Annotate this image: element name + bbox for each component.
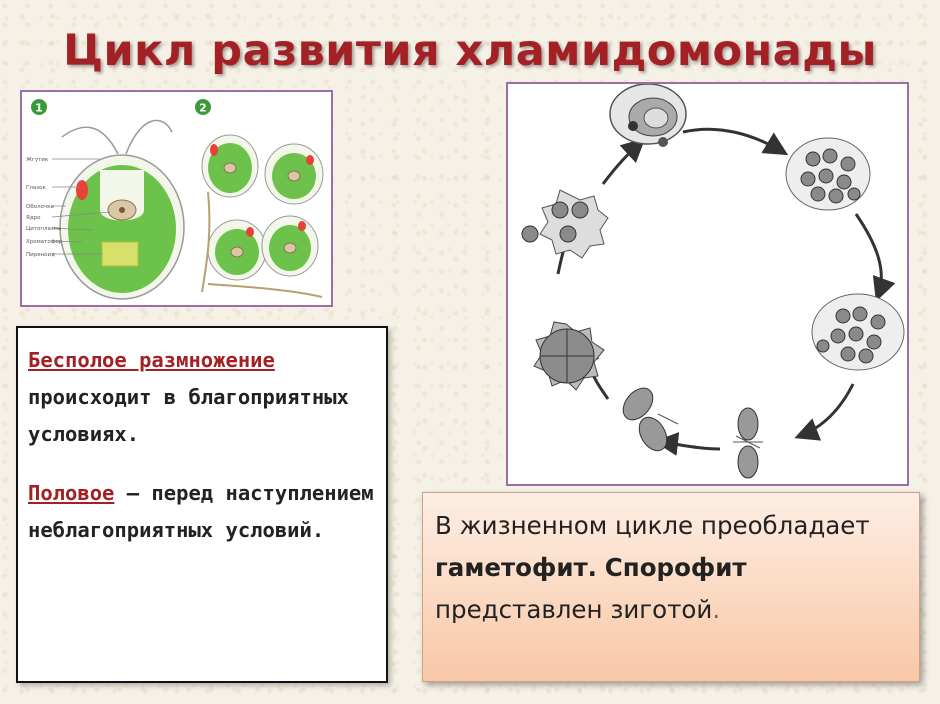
label-wall: Оболочка <box>26 204 54 210</box>
lifecycle-period: . <box>712 595 721 624</box>
marker-1-label: 1 <box>35 102 43 115</box>
label-flagellum: Жгутик <box>26 157 49 163</box>
sexual-term: Половое <box>28 481 115 505</box>
stage-adult-cell <box>609 83 687 147</box>
life-cycle-diagram <box>521 83 905 479</box>
marker-2-icon <box>195 99 211 115</box>
stage-zygote-forming <box>622 387 679 452</box>
life-cycle-text-box: В жизненном цикле преобладает гаметофит.… <box>422 492 920 682</box>
asexual-paragraph: Бесполое размножение происходит в благоп… <box>28 342 376 453</box>
stage-sporangium <box>785 137 871 211</box>
stage-zygote <box>533 321 605 391</box>
marker-2-label: 2 <box>199 102 207 115</box>
stage-gamete-fusion <box>733 407 763 479</box>
page-title: Цикл развития хламидомонады <box>63 26 877 76</box>
sporophyte-term: Спорофит <box>604 553 747 582</box>
eyespot <box>76 180 88 200</box>
label-chromatophore: Хроматофор <box>26 239 63 245</box>
marker-1-icon <box>31 99 47 115</box>
sexual-description: – перед наступлением неблагоприятных усл… <box>28 481 374 542</box>
label-eyespot: Глазок <box>26 185 47 191</box>
stage-zoospore-release <box>811 293 905 371</box>
label-pyrenoid: Пиреноид <box>26 252 55 258</box>
asexual-term: Бесполое размножение <box>28 348 275 372</box>
sexual-paragraph: Половое – перед наступлением неблагоприя… <box>28 475 376 549</box>
chromatophore <box>68 165 176 293</box>
lifecycle-text-part1: В жизненном цикле преобладает <box>435 511 870 540</box>
label-nucleus: Ядро <box>26 215 41 221</box>
reproduction-text-box: Бесполое размножение происходит в благоп… <box>16 326 388 683</box>
cell-structure-figure: 1 2 Жгутик Глазок Оболочка Ядро <box>20 90 333 307</box>
life-cycle-figure <box>506 82 909 486</box>
cell-structure-illustration: 1 2 Жгутик Глазок Оболочка Ядро <box>26 99 324 300</box>
gametophyte-term: гаметофит. <box>435 553 597 582</box>
stage-zygote-germination <box>521 189 609 259</box>
lifecycle-text-part2: представлен зиготой <box>435 595 713 624</box>
daughter-cells <box>201 134 324 298</box>
label-cytoplasm: Цитоплазма <box>26 226 61 232</box>
pyrenoid <box>101 241 139 267</box>
asexual-description: происходит в благоприятных условиях. <box>28 385 349 446</box>
